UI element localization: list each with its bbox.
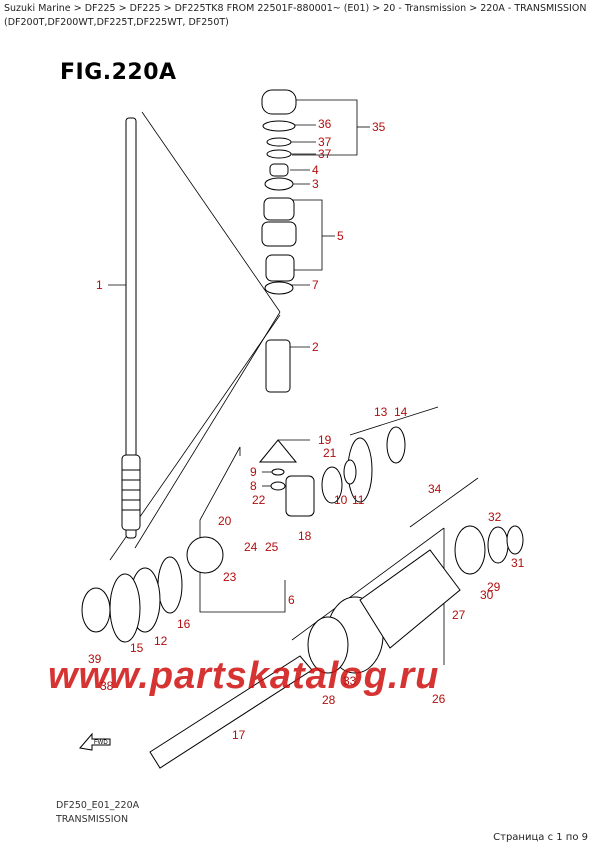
breadcrumb-item-2[interactable]: DF225 — [129, 3, 161, 14]
part-label-19[interactable]: 19 — [318, 433, 332, 447]
drive-shaft — [121, 117, 141, 539]
part-label-1[interactable]: 1 — [96, 278, 103, 292]
part-label-16[interactable]: 16 — [177, 617, 191, 631]
part-label-28[interactable]: 28 — [322, 693, 336, 707]
part-label-33[interactable]: 33 — [343, 674, 357, 688]
part-label-5[interactable]: 5 — [337, 229, 344, 243]
breadcrumb: Suzuki Marine > DF225 > DF225 > DF225TK8… — [4, 2, 596, 30]
part-label-8[interactable]: 8 — [250, 479, 257, 493]
part-label-27[interactable]: 27 — [452, 608, 466, 622]
frame-line — [141, 111, 281, 313]
part-label-34[interactable]: 34 — [428, 482, 442, 496]
part-label-37[interactable]: 37 — [318, 135, 332, 149]
part-label-7[interactable]: 7 — [312, 278, 319, 292]
part-label-11[interactable]: 11 — [352, 493, 365, 507]
part-label-12[interactable]: 12 — [154, 634, 168, 648]
part-label-17[interactable]: 17 — [232, 728, 246, 742]
bearing-stack — [261, 89, 297, 393]
breadcrumb-separator: > — [372, 3, 381, 14]
breadcrumb-current: 220A - TRANSMISSION (DF200T,DF200WT,DF22… — [4, 3, 587, 28]
breadcrumb-item-0[interactable]: Suzuki Marine — [4, 3, 71, 14]
breadcrumb-separator: > — [469, 3, 478, 14]
part-label-2[interactable]: 2 — [312, 340, 319, 354]
figure-name: TRANSMISSION — [56, 814, 129, 825]
part-label-3[interactable]: 3 — [312, 177, 319, 191]
breadcrumb-separator: > — [73, 3, 82, 14]
part-label-13[interactable]: 13 — [374, 405, 388, 419]
part-label-36[interactable]: 36 — [318, 117, 332, 131]
part-label-35[interactable]: 35 — [372, 120, 386, 134]
breadcrumb-item-3[interactable]: DF225TK8 FROM 22501F-880001~ (E01) — [174, 3, 370, 14]
figure-title: FIG.220A — [60, 60, 177, 85]
part-label-20[interactable]: 20 — [218, 514, 232, 528]
part-label-18[interactable]: 18 — [298, 529, 312, 543]
part-label-4[interactable]: 4 — [312, 163, 319, 177]
part-label-30[interactable]: 30 — [480, 588, 494, 602]
watermark: www.partskatalog.ru — [48, 655, 440, 697]
part-label-24[interactable]: 24 — [244, 540, 258, 554]
breadcrumb-item-4[interactable]: 20 - Transmission — [383, 3, 467, 14]
part-label-14[interactable]: 14 — [394, 405, 408, 419]
part-label-22[interactable]: 22 — [252, 493, 266, 507]
breadcrumb-separator: > — [163, 3, 172, 14]
part-label-15[interactable]: 15 — [130, 641, 144, 655]
part-label-10[interactable]: 10 — [334, 493, 348, 507]
figure-code: DF250_E01_220A — [56, 800, 140, 811]
part-label-29[interactable]: 29 — [487, 580, 501, 594]
part-label-23[interactable]: 23 — [223, 570, 237, 584]
part-label-39[interactable]: 39 — [88, 652, 102, 666]
part-label-26[interactable]: 26 — [432, 692, 446, 706]
part-label-21[interactable]: 21 — [323, 446, 337, 460]
fwd-label: FWD — [94, 740, 108, 746]
part-label-9[interactable]: 9 — [250, 465, 257, 479]
part-label-37b[interactable]: 37 — [318, 147, 332, 161]
part-label-32[interactable]: 32 — [488, 510, 502, 524]
breadcrumb-item-1[interactable]: DF225 — [84, 3, 116, 14]
part-label-31[interactable]: 31 — [511, 556, 525, 570]
fwd-arrow-icon: FWD — [79, 732, 111, 751]
part-label-38[interactable]: 38 — [100, 679, 114, 693]
pager: Страница с 1 по 9 — [493, 832, 588, 843]
part-label-6[interactable]: 6 — [288, 593, 295, 607]
gear-assembly — [81, 426, 406, 643]
breadcrumb-separator: > — [118, 3, 127, 14]
propeller-shaft — [149, 525, 524, 769]
part-label-25[interactable]: 25 — [265, 540, 279, 554]
